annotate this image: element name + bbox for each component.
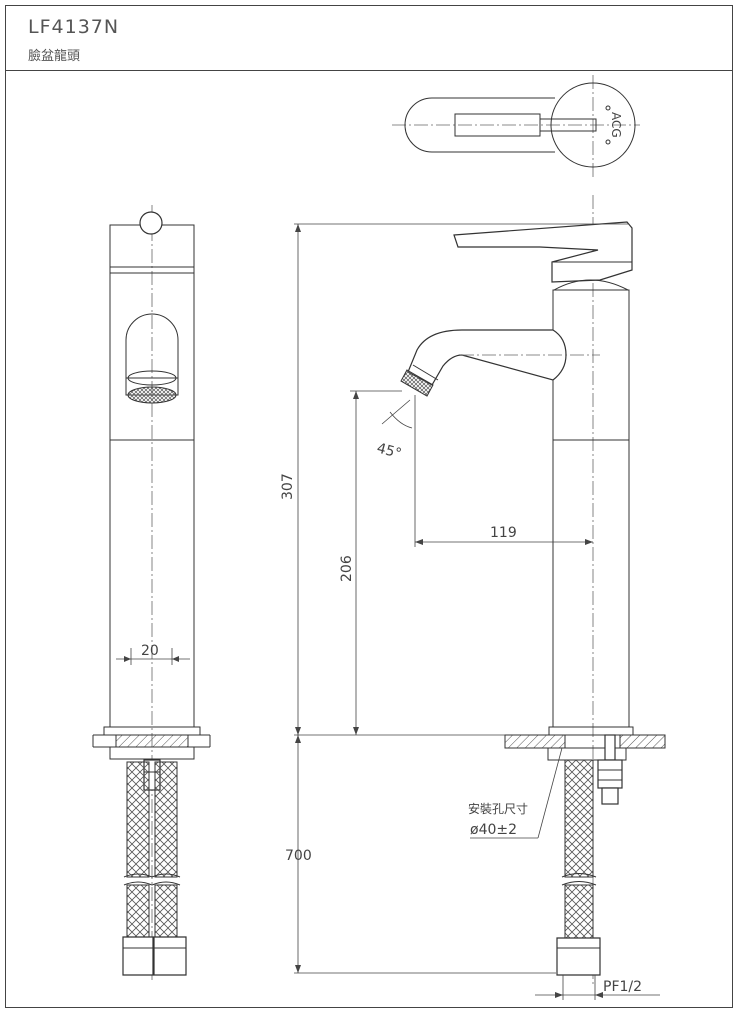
front-view: 20 — [92, 205, 211, 980]
model-code: LF4137N — [28, 16, 120, 38]
drawing-frame — [5, 5, 733, 1008]
dim-total-height: 307 — [280, 473, 296, 500]
mount-hole-size: ø40±2 — [470, 822, 517, 838]
dim-spout-reach: 119 — [490, 525, 517, 541]
dim-hose-length: 700 — [285, 848, 312, 864]
dim-thread: PF1/2 — [603, 979, 642, 995]
svg-text:ACG: ACG — [609, 112, 623, 138]
side-view: 307 700 206 119 45° 安裝孔尺寸 ø40±2 — [280, 195, 666, 1000]
dim-spout-height: 206 — [339, 555, 355, 582]
brand-logo: ACG — [605, 105, 623, 145]
dim-handle-width: 20 — [141, 643, 159, 659]
mount-hole-label: 安裝孔尺寸 — [468, 801, 528, 816]
product-name: 臉盆龍頭 — [28, 49, 81, 64]
top-view: ACG — [392, 75, 640, 178]
header-divider — [5, 70, 733, 71]
dim-spout-angle: 45° — [375, 440, 403, 462]
